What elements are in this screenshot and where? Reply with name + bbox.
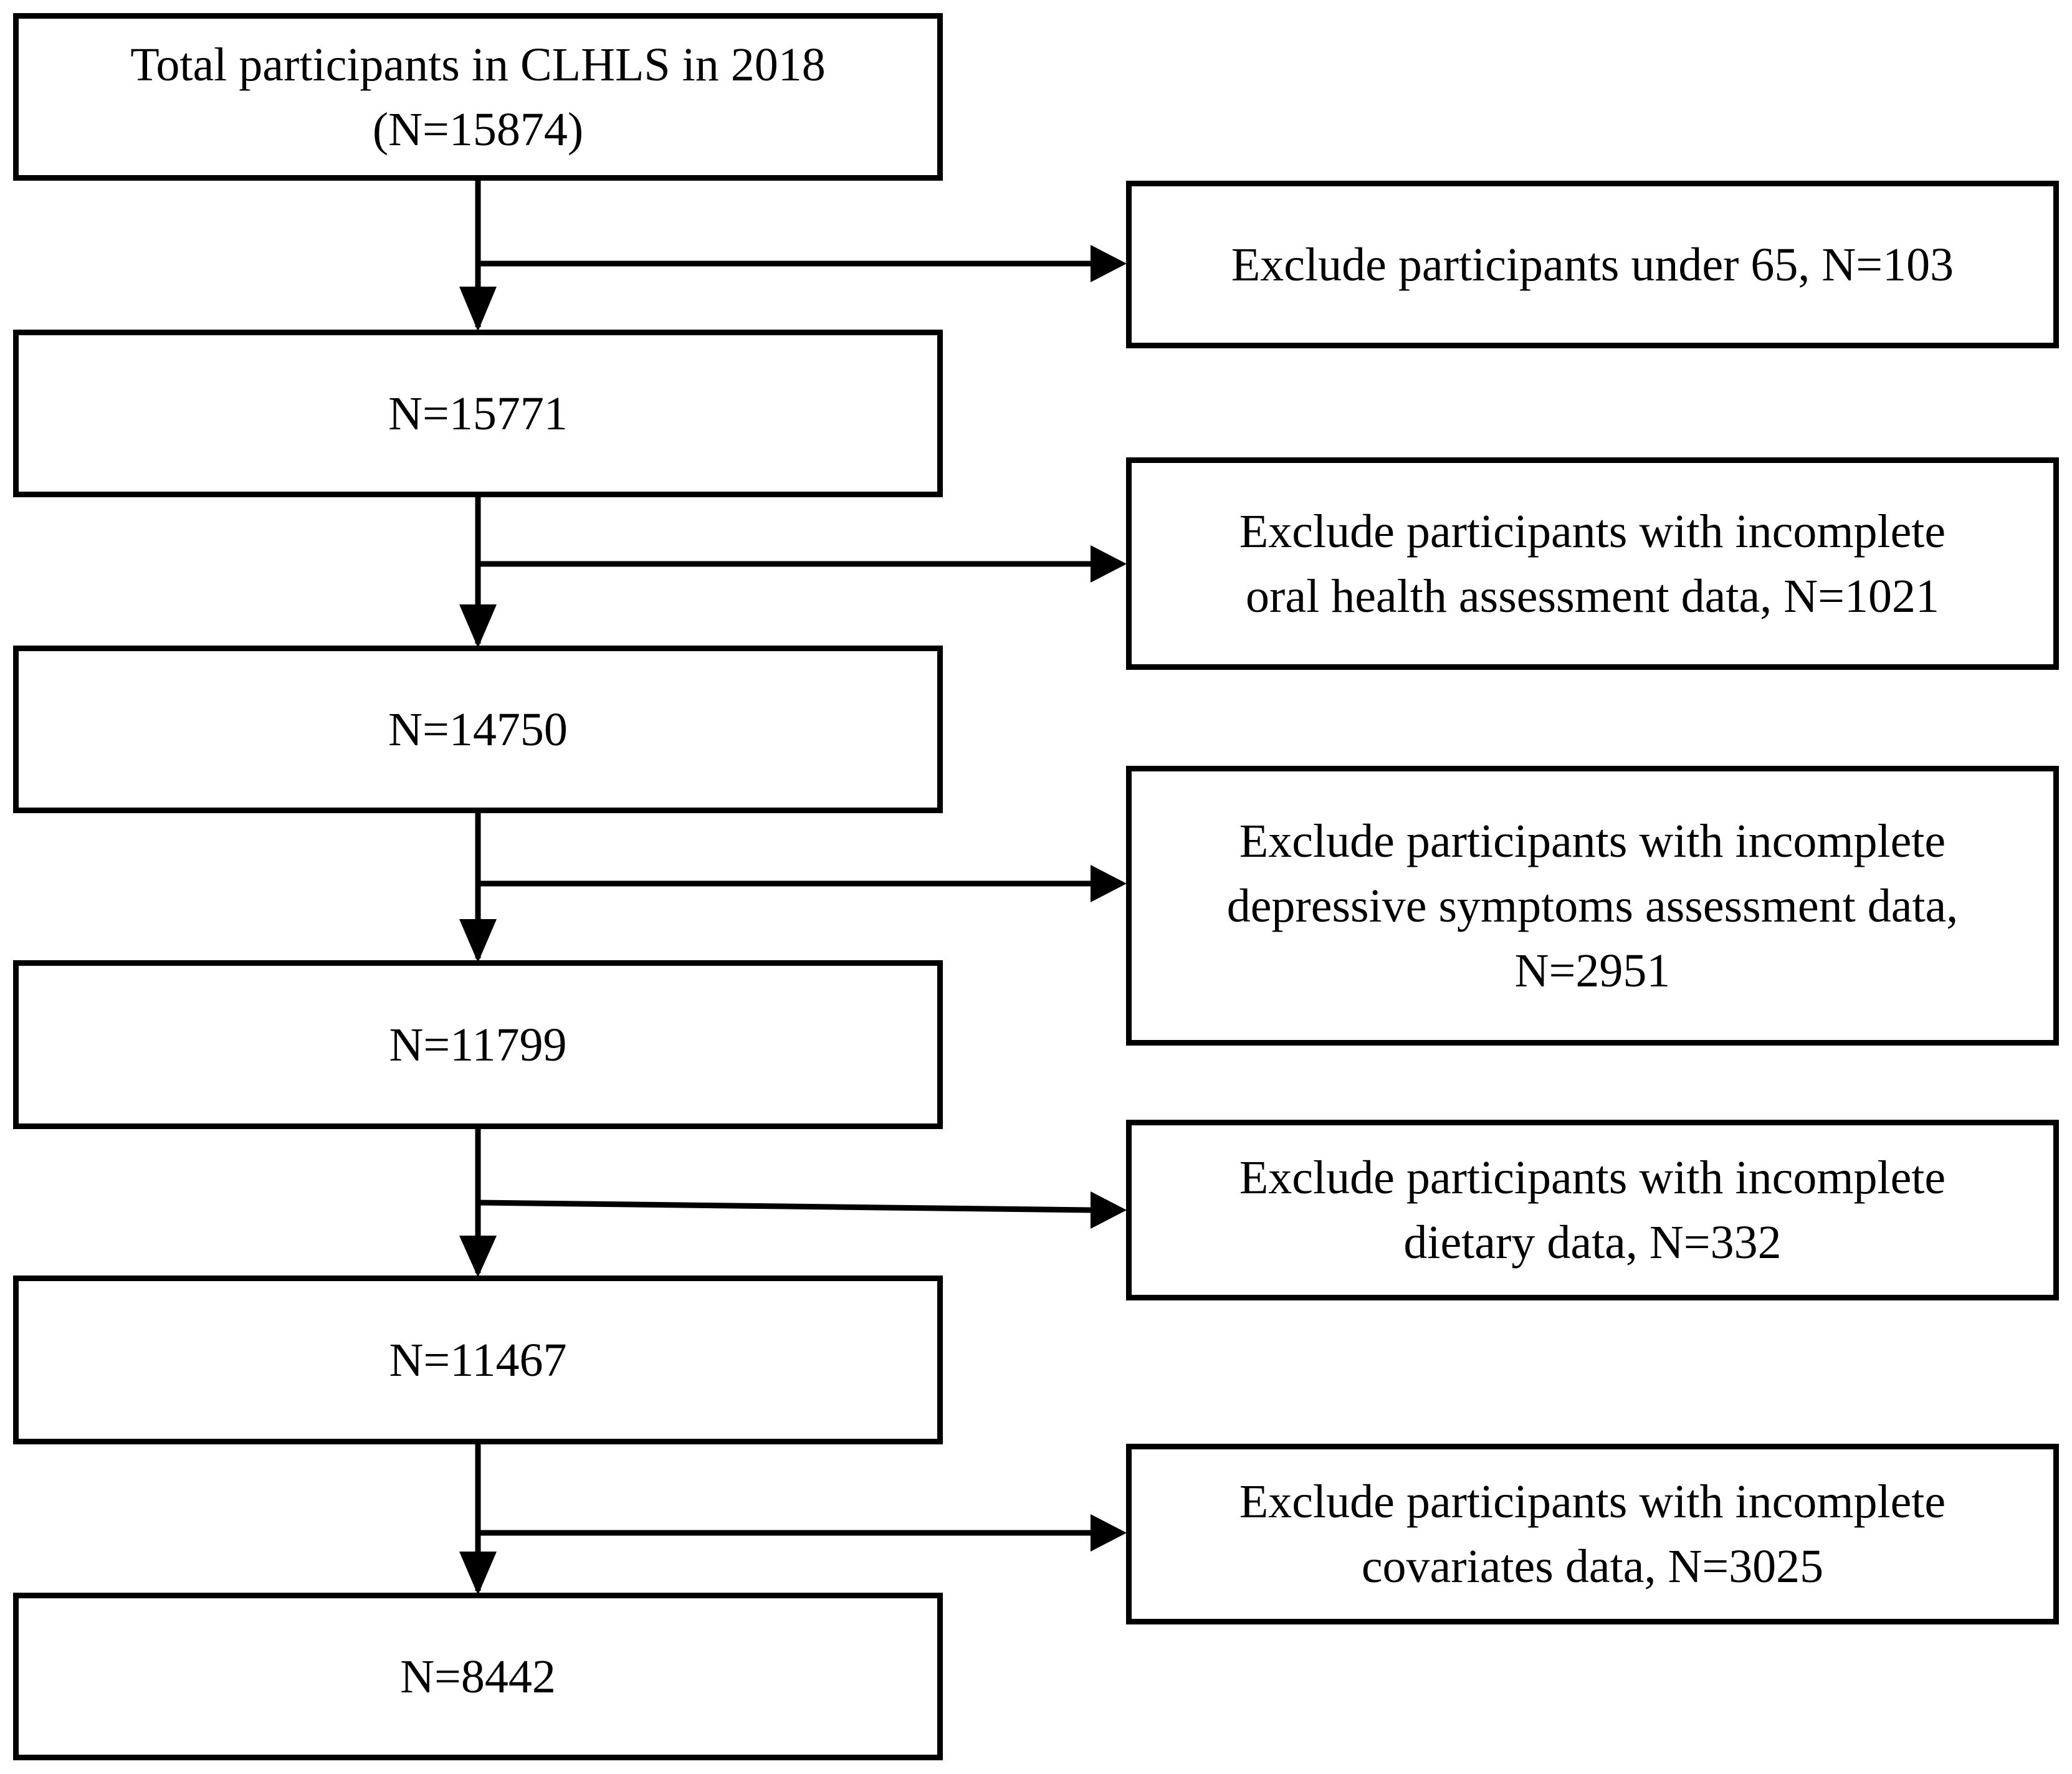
flow-arrowhead-2 (459, 604, 497, 648)
step-box-4: N=11799 (13, 960, 943, 1129)
step-box-3: N=14750 (13, 646, 943, 813)
box-text-line: N=11799 (389, 1018, 567, 1071)
flow-arrowhead-5 (459, 1552, 497, 1595)
exclusion-box-depressive: Exclude participants with incomplete dep… (1126, 766, 2059, 1046)
exclusion-arrowhead-1 (1091, 245, 1127, 282)
box-text-line: (N=15874) (372, 103, 584, 156)
exclusion-arrow-4 (477, 1199, 1091, 1213)
box-text-line: N=2951 (1514, 944, 1671, 997)
box-text-line: N=8442 (400, 1650, 556, 1703)
exclusion-box-covariates: Exclude participants with incomplete cov… (1126, 1444, 2059, 1624)
exclusion-arrowhead-4 (1091, 1191, 1127, 1229)
box-text-line: Exclude participants with incomplete (1239, 814, 1946, 867)
box-text-line: oral health assessment data, N=1021 (1246, 570, 1939, 622)
flow-arrowhead-1 (459, 287, 497, 331)
total-participants-box: Total participants in CLHLS in 2018 (N=1… (13, 13, 943, 181)
exclusion-arrowhead-3 (1091, 865, 1127, 902)
box-text-line: Exclude participants under 65, N=103 (1231, 238, 1954, 291)
flow-arrowhead-4 (459, 1236, 497, 1277)
exclusion-box-oral-health: Exclude participants with incomplete ora… (1126, 457, 2059, 670)
box-text-line: N=15771 (388, 387, 568, 440)
box-text-line: Exclude participants with incomplete (1239, 1152, 1946, 1204)
step-box-5: N=11467 (13, 1276, 943, 1444)
step-box-2: N=15771 (13, 330, 943, 497)
box-text-line: covariates data, N=3025 (1361, 1540, 1824, 1593)
box-text-line: N=14750 (388, 703, 568, 756)
exclusion-box-dietary: Exclude participants with incomplete die… (1126, 1120, 2059, 1300)
box-text-line: depressive symptoms assessment data, (1226, 879, 1959, 932)
final-sample-box: N=8442 (13, 1593, 943, 1760)
box-text-line: Exclude participants with incomplete (1239, 505, 1946, 558)
box-text-line: Total participants in CLHLS in 2018 (130, 38, 826, 91)
box-text-line: N=11467 (389, 1333, 567, 1386)
exclusion-arrowhead-5 (1091, 1514, 1127, 1552)
exclusion-arrowhead-2 (1091, 545, 1127, 583)
box-text-line: Exclude participants with incomplete (1239, 1476, 1946, 1528)
exclusion-box-age: Exclude participants under 65, N=103 (1126, 181, 2059, 348)
flow-arrowhead-3 (459, 919, 497, 963)
box-text-line: dietary data, N=332 (1403, 1216, 1782, 1269)
